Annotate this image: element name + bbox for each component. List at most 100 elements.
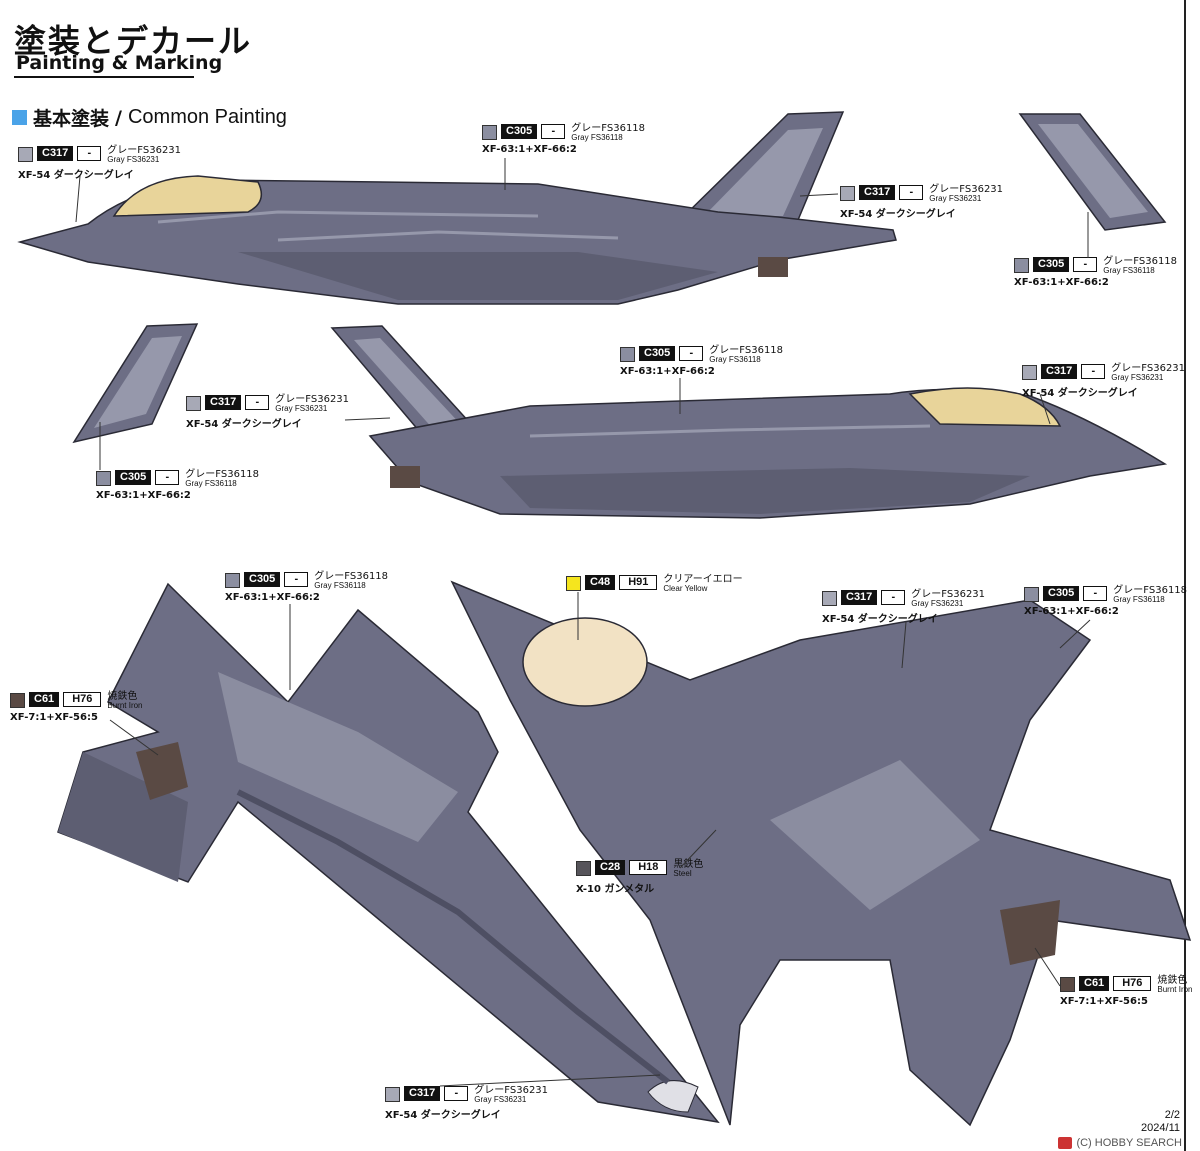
paint-chip [840, 186, 855, 201]
paint-mix: XF-54 ダークシーグレイ [822, 614, 938, 625]
jet-side-left-tail-detail [1018, 113, 1167, 231]
paint-code: C305 [1043, 586, 1080, 601]
paint-hcode: H91 [619, 575, 658, 590]
paint-mix: XF-7:1+XF-56:5 [10, 712, 98, 723]
section-heading: 基本塗装 / Common Painting [12, 104, 287, 131]
paint-hcode: - [444, 1086, 469, 1101]
paint-name-en: Gray FS36118 [709, 355, 761, 364]
vertical-tail-inner [703, 128, 823, 217]
paint-name-jp: 黒鉄色 [673, 859, 704, 870]
revision-date: 2024/11 [1141, 1121, 1180, 1134]
jet-top-view [57, 582, 720, 1124]
paint-chip [10, 693, 25, 708]
paint-chip [1022, 365, 1037, 380]
paint-mix: XF-54 ダークシーグレイ [186, 419, 302, 430]
leader-line [1059, 619, 1091, 649]
exhaust-nozzle [390, 466, 420, 488]
paint-mix: XF-54 ダークシーグレイ [840, 209, 956, 220]
page-title-en: Painting & Marking [16, 52, 223, 74]
paint-name-jp: グレーFS36231 [929, 184, 1004, 195]
paint-hcode: - [245, 395, 270, 410]
paint-name-en: Gray FS36231 [275, 404, 328, 413]
paint-name-en: Steel [673, 869, 692, 878]
paint-code: C317 [859, 185, 896, 200]
paint-chip [186, 396, 201, 411]
paint-hcode: - [77, 146, 102, 161]
canopy [908, 387, 1062, 427]
paint-name-jp: グレーFS36118 [709, 345, 784, 356]
paint-name-jp: グレーFS36231 [1111, 363, 1186, 374]
paint-code: C317 [841, 590, 878, 605]
lower-fuselage-panel [500, 468, 1030, 514]
paint-mix: X-10 ガンメタル [576, 884, 655, 895]
nozzle-burnt-iron [1000, 900, 1060, 965]
paint-code: C305 [115, 470, 152, 485]
paint-chip [1024, 587, 1039, 602]
paint-chip [566, 576, 581, 591]
paint-mix: XF-63:1+XF-66:2 [1024, 606, 1119, 617]
paint-code: C305 [501, 124, 538, 139]
paint-name-jp: グレーFS36118 [314, 571, 389, 582]
paint-name-en: Gray FS36231 [107, 155, 160, 164]
paint-name-en: Gray FS36231 [911, 599, 964, 608]
lower-fuselage-panel [238, 252, 718, 300]
canopy-bottom [522, 617, 648, 707]
paint-chip [1060, 977, 1075, 992]
wing-panel-light [218, 672, 458, 842]
paint-hcode: - [1081, 364, 1106, 379]
leader-line [75, 175, 81, 223]
paint-code: C305 [639, 346, 676, 361]
leader-line [109, 719, 159, 756]
intake-burnt-iron [136, 742, 188, 800]
jet-side-left-drawing [17, 111, 897, 305]
paint-chip [1014, 258, 1029, 273]
paint-name-en: Gray FS36118 [571, 133, 623, 142]
paint-hcode: H76 [1113, 976, 1152, 991]
paint-name-jp: 焼鉄色 [107, 691, 138, 702]
paint-mix: XF-63:1+XF-66:2 [482, 144, 577, 155]
paint-name-en: Gray FS36118 [1113, 595, 1165, 604]
paint-hcode: - [284, 572, 309, 587]
canopy [112, 175, 263, 217]
paint-code: C317 [37, 146, 74, 161]
tail-fin-panel [1038, 124, 1148, 218]
paint-name-en: Clear Yellow [663, 584, 708, 593]
paint-hcode: - [541, 124, 566, 139]
paint-mix: XF-63:1+XF-66:2 [225, 592, 320, 603]
paint-chip [482, 125, 497, 140]
paint-hcode: - [1083, 586, 1108, 601]
paint-chip [225, 573, 240, 588]
leader-line [679, 829, 717, 869]
paint-hcode: H18 [629, 860, 668, 875]
paint-mix: XF-63:1+XF-66:2 [1014, 277, 1109, 288]
paint-chip [822, 591, 837, 606]
jet-bottom-view [450, 580, 1192, 1127]
section-separator: / [115, 106, 122, 129]
paint-mix: XF-63:1+XF-66:2 [96, 490, 191, 501]
panel-line [157, 210, 539, 224]
page-number: 2/2 [1164, 1108, 1180, 1121]
leader-line [344, 417, 391, 421]
page-title-jp: 塗装とデカール [14, 22, 253, 60]
paint-mix: XF-63:1+XF-66:2 [620, 366, 715, 377]
paint-chip [576, 861, 591, 876]
panel-line [529, 424, 931, 438]
paint-name-en: Gray FS36231 [929, 194, 982, 203]
hobby-search-logo-icon [1058, 1137, 1073, 1149]
paint-mix: XF-54 ダークシーグレイ [385, 1110, 501, 1121]
paint-hcode: H76 [63, 692, 102, 707]
section-title-jp: 基本塗装 [33, 108, 110, 130]
tail-wing-left [58, 752, 188, 882]
